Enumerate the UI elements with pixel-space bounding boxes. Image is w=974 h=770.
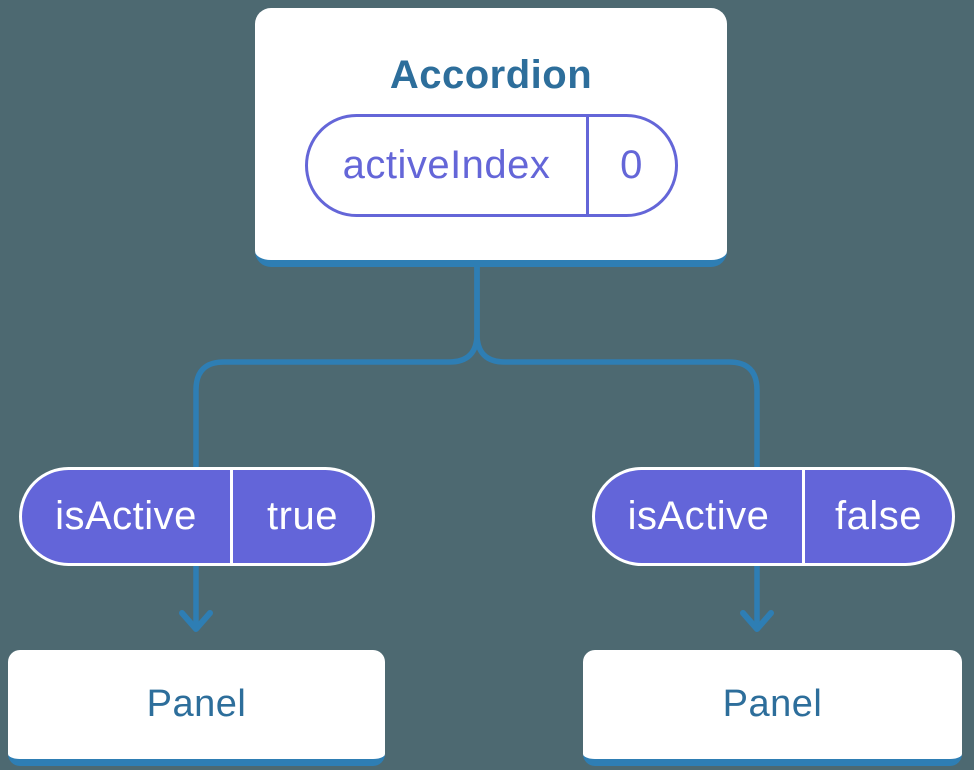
prop-value: true — [267, 494, 338, 538]
prop-pill-left: isActive true — [19, 467, 375, 566]
state-value: 0 — [620, 143, 643, 187]
panel-label: Panel — [146, 683, 247, 725]
prop-value: false — [835, 494, 922, 538]
prop-pill-right: isActive false — [592, 467, 955, 566]
prop-name: isActive — [595, 470, 805, 563]
state-name: activeIndex — [308, 117, 589, 214]
connector-branch-left — [193, 262, 480, 626]
arrow-down-icon — [740, 610, 774, 632]
panel-card-right: Panel — [583, 650, 962, 766]
connector-branch-right — [474, 262, 760, 626]
state-pill: activeIndex 0 — [304, 114, 678, 217]
accordion-card: Accordion activeIndex 0 — [255, 8, 727, 267]
prop-name: isActive — [22, 470, 233, 563]
arrow-down-icon — [179, 610, 213, 632]
accordion-title: Accordion — [389, 53, 593, 97]
panel-card-left: Panel — [8, 650, 385, 766]
panel-label: Panel — [722, 683, 823, 725]
